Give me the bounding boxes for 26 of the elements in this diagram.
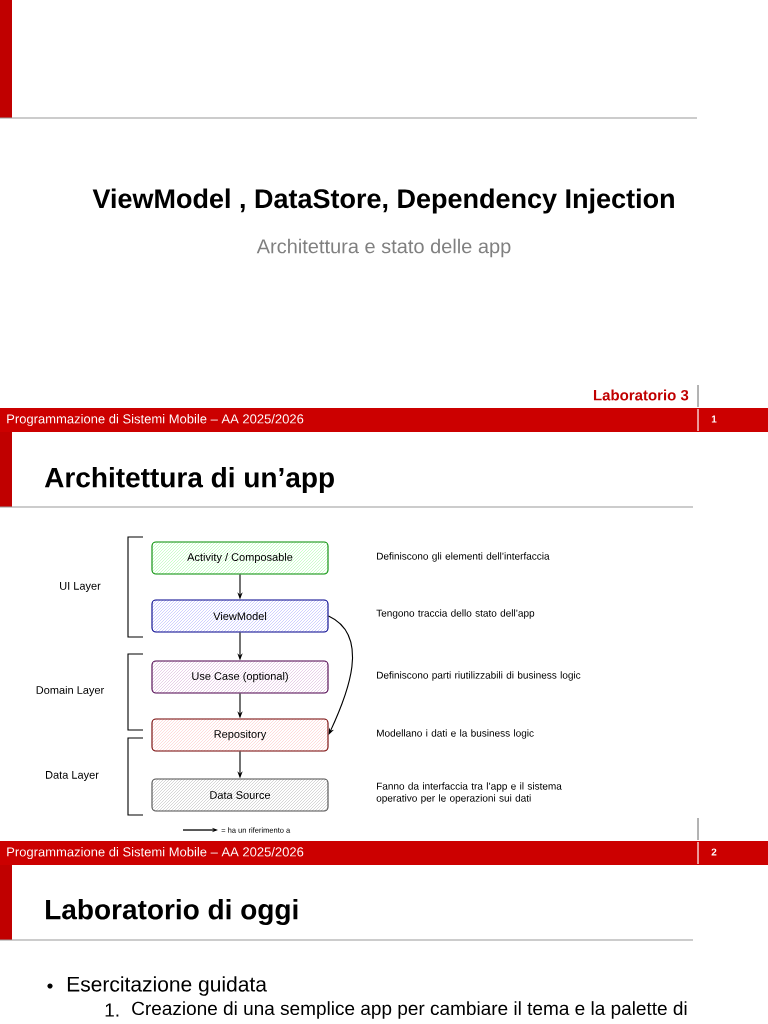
layer-label: Domain Layer [36,685,105,697]
slide-title: ViewModel , DataStore, Dependency Injection [92,188,674,214]
list-number: 1. [105,1003,119,1017]
page-number: 1 [711,415,717,423]
layer-box: Use Case (optional) [151,660,329,694]
arrow [328,615,354,735]
bullet-text: Esercitazione guidata [67,976,267,996]
list-text: Creazione di una semplice app per cambiare il tema e la palette di [132,1001,687,1019]
slide-heading: Laboratorio di oggi [46,898,298,926]
description-text: Fanno da interfaccia tra l’app e il sistema operativo per le operazioni sui dati [376,782,562,804]
layer-box: Data Source [151,778,329,812]
footer-text: Programmazione di Sistemi Mobile – AA 2025/2026 [7,413,304,427]
description-text: Definiscono gli elementi dell’interfaccia [377,552,550,562]
description-text: Tengono traccia dello stato dell’app [376,609,535,619]
layer-label: UI Layer [60,582,101,592]
description-text: Modellano i dati e la business logic [377,729,534,739]
slide-heading: Architettura di un’app [44,466,334,494]
layer-box: Repository [151,718,329,752]
description-text: Definiscono parti riutilizzabili di business logic [377,671,581,681]
page-number: 2 [711,848,717,856]
layer-box: Activity / Composable [151,541,329,575]
layer-box: ViewModel [151,599,329,633]
layer-label: Data Layer [46,771,99,781]
footer-text: Programmazione di Sistemi Mobile – AA 2025/2026 [7,846,304,860]
section-label: Laboratorio 3 [593,389,689,401]
slide-subtitle: Architettura e stato delle app [256,238,511,258]
